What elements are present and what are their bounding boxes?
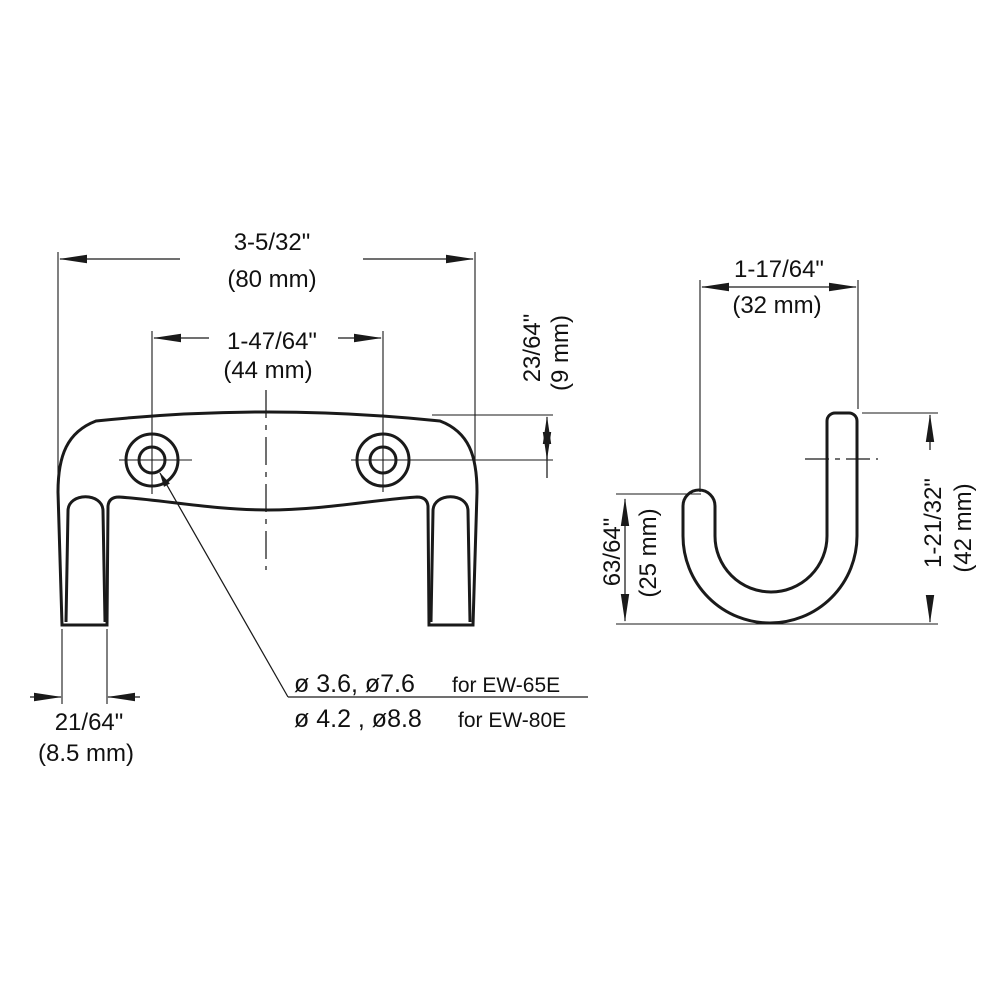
dim-depth-mm: (32 mm) bbox=[732, 292, 821, 319]
dim-depth-inch: 1-17/64" bbox=[734, 256, 824, 283]
hole-note-leader-line bbox=[159, 472, 289, 698]
dim-overall-width-mm: (80 mm) bbox=[227, 266, 316, 293]
dim-opening-inch: 63/64" bbox=[599, 518, 626, 587]
dim-leg-width-mm: (8.5 mm) bbox=[38, 740, 134, 767]
hole-note-diameters-2: ø 4.2 , ø8.8 bbox=[294, 705, 422, 733]
dim-hole-offset-mm: (9 mm) bbox=[547, 315, 574, 391]
hole-note-model-2: for EW-80E bbox=[458, 709, 566, 732]
hole-note-model-1: for EW-65E bbox=[452, 674, 560, 697]
hole-note-diameters-1: ø 3.6, ø7.6 bbox=[294, 670, 415, 698]
front-view-right-leg-bend-line bbox=[429, 495, 472, 623]
front-view-part-outline bbox=[56, 410, 479, 627]
front-view: 3-5/32" (80 mm) 1-47/64" (44 mm) 23/64" … bbox=[30, 229, 588, 767]
dim-height-inch: 1-21/32" bbox=[920, 478, 947, 568]
dim-leg-width-inch: 21/64" bbox=[55, 709, 124, 736]
side-view: 1-17/64" (32 mm) 63/64" (25 mm) 1-21/32"… bbox=[599, 256, 977, 625]
dim-hole-spacing-inch: 1-47/64" bbox=[227, 328, 317, 355]
dim-overall-width-inch: 3-5/32" bbox=[234, 229, 311, 256]
side-view-hook-outline bbox=[681, 411, 859, 625]
dim-height-mm: (42 mm) bbox=[950, 483, 977, 572]
dim-hole-spacing-mm: (44 mm) bbox=[223, 357, 312, 384]
front-view-left-leg-bend-line bbox=[64, 495, 107, 623]
dim-opening-mm: (25 mm) bbox=[635, 508, 662, 597]
dim-hole-offset-inch: 23/64" bbox=[519, 314, 546, 383]
